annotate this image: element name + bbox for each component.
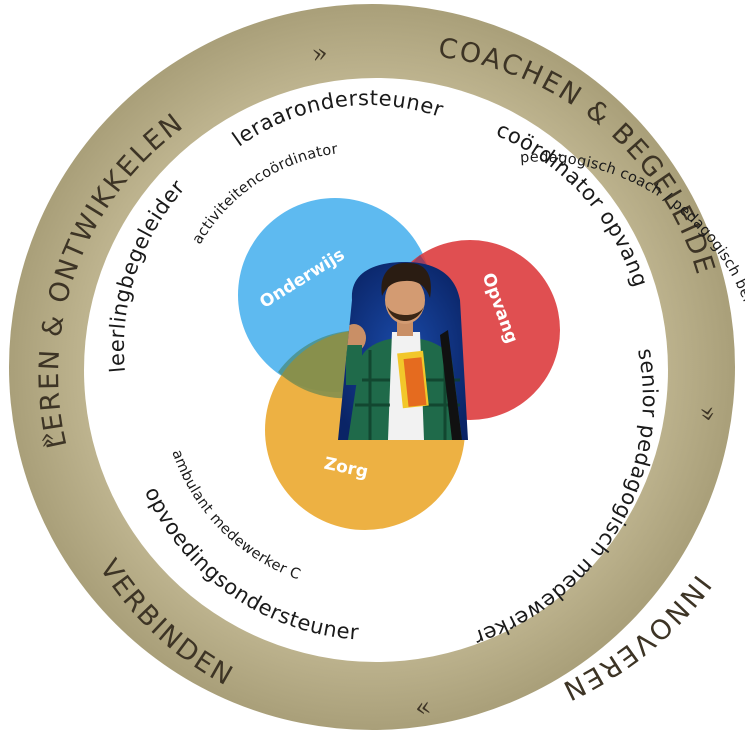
ring-chevron-right: » xyxy=(692,404,724,425)
ring-chevron-left: « xyxy=(32,430,64,451)
student-photo xyxy=(338,262,468,440)
ring-chevron-bottom: « xyxy=(413,692,434,724)
ring-chevron-top: » xyxy=(310,38,330,70)
